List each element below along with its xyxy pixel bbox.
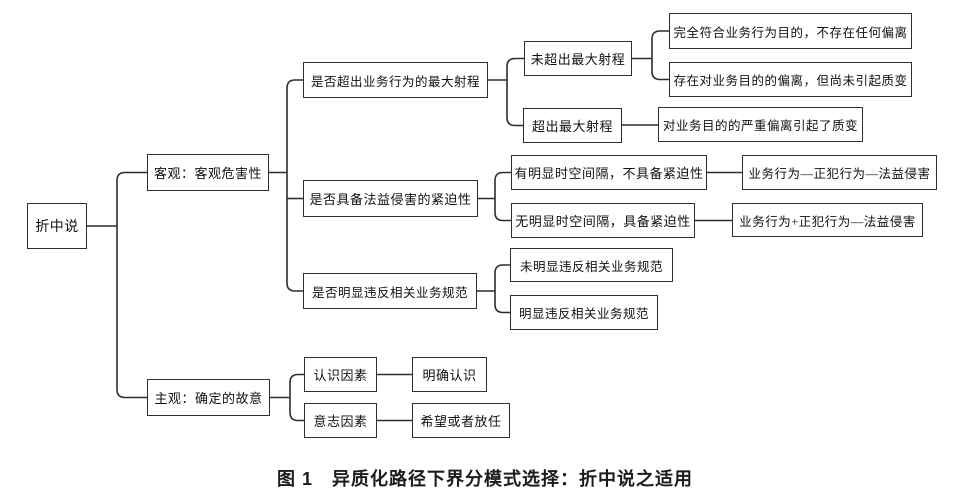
node-objective: 客观：客观危害性: [147, 154, 269, 191]
node-severe-deviation: 对业务目的的严重偏离引起了质变: [658, 107, 863, 142]
connector-q2-bracket: [494, 171, 511, 222]
node-obvious-violation: 明显违反相关业务规范: [510, 295, 658, 330]
node-fully-conforms: 完全符合业务行为目的，不存在任何偏离: [669, 13, 912, 49]
node-root: 折中说: [27, 203, 87, 249]
connector-q1a-bracket: [651, 30, 669, 81]
node-question-max-range: 是否超出业务行为的最大射程: [303, 62, 488, 98]
node-within-max-range: 未超出最大射程: [524, 41, 632, 76]
connector-q1-bracket: [506, 57, 524, 127]
node-chain-separate: 业务行为—正犯行为—法益侵害: [742, 155, 937, 190]
figure-caption: 图 1 异质化路径下界分模式选择：折中说之适用: [276, 469, 693, 489]
connector-keguan-bracket: [286, 79, 303, 292]
node-subjective: 主观：确定的故意: [147, 379, 270, 416]
node-clear-awareness: 明确认识: [412, 357, 487, 392]
node-chain-combined: 业务行为+正犯行为—法益侵害: [732, 203, 923, 237]
node-no-gap-urgent: 无明显时空间隔，具备紧迫性: [511, 203, 695, 238]
node-cognitive-factor: 认识因素: [304, 357, 377, 392]
node-hope-or-allow: 希望或者放任: [412, 403, 510, 438]
connector-zhuguan-bracket: [289, 373, 304, 422]
node-question-urgency: 是否具备法益侵害的紧迫性: [303, 180, 478, 217]
node-gap-not-urgent: 有明显时空间隔，不具备紧迫性: [511, 155, 707, 190]
connector-root-bracket: [116, 171, 147, 399]
node-question-norm-violation: 是否明显违反相关业务规范: [303, 273, 477, 309]
node-no-obvious-violation: 未明显违反相关业务规范: [510, 248, 673, 282]
node-beyond-max-range: 超出最大射程: [523, 108, 622, 143]
node-deviation-no-change: 存在对业务目的的偏离，但尚未引起质变: [669, 62, 912, 97]
node-volitional-factor: 意志因素: [304, 403, 377, 438]
connector-q3-bracket: [494, 264, 510, 314]
